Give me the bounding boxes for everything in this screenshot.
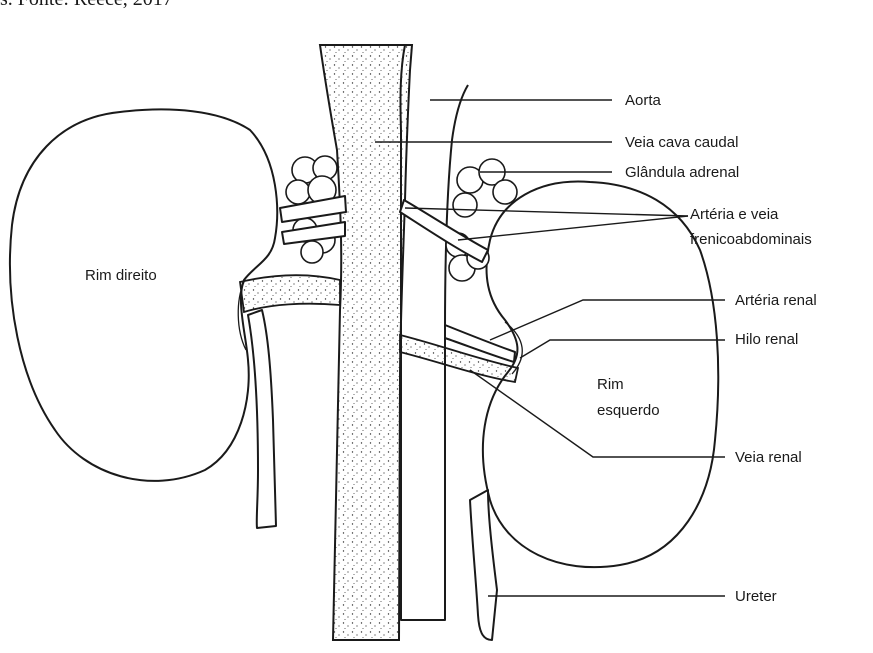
label-rim-esquerdo-2: esquerdo	[597, 402, 660, 419]
label-hilo-renal: Hilo renal	[735, 331, 798, 348]
label-arteria-veia-2: frenicoabdominais	[690, 231, 812, 248]
right-renal-vein	[240, 275, 340, 312]
label-arteria-renal: Artéria renal	[735, 292, 817, 309]
label-rim-direito: Rim direito	[85, 267, 157, 284]
label-glandula: Glândula adrenal	[625, 164, 739, 181]
caudal-vena-cava	[320, 45, 412, 640]
label-aorta: Aorta	[625, 92, 662, 109]
label-veia-renal: Veia renal	[735, 449, 802, 466]
left-ureter	[470, 490, 497, 640]
left-kidney	[483, 182, 718, 568]
label-arteria-veia-1: Artéria e veia	[690, 206, 779, 223]
right-ureter	[248, 310, 276, 528]
label-rim-esquerdo-1: Rim	[597, 376, 624, 393]
right-kidney	[10, 109, 277, 480]
label-veia-cava: Veia cava caudal	[625, 134, 738, 151]
label-ureter: Ureter	[735, 588, 777, 605]
